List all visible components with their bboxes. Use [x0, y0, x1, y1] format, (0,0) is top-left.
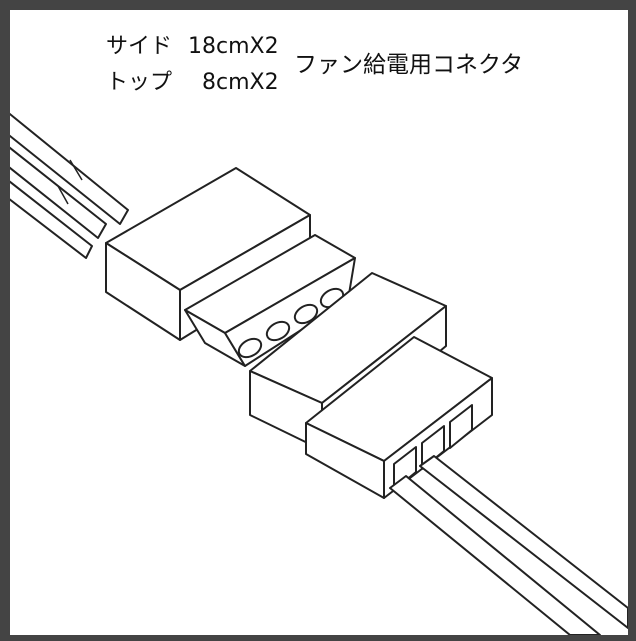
left-cable-2: [10, 146, 107, 239]
title-labels: サイド 18cmX2 トップ 8cmX2 ファン給電用コネクタ: [10, 10, 628, 120]
connector-title: ファン給電用コネクタ: [294, 52, 524, 78]
right-cable-1: [389, 475, 601, 635]
right-socket-holes: [393, 404, 473, 491]
top-label: トップ: [106, 70, 173, 95]
side-label: サイド: [106, 34, 173, 59]
left-cable-1: [10, 112, 129, 225]
side-size-label: 18cmX2: [188, 34, 279, 59]
right-cable-2: [419, 455, 628, 629]
left-cable-3: [10, 180, 93, 259]
diagram-panel: サイド 18cmX2 トップ 8cmX2 ファン給電用コネクタ: [10, 10, 628, 635]
connector-illustration: [10, 112, 628, 635]
top-size-label: 8cmX2: [202, 70, 279, 95]
